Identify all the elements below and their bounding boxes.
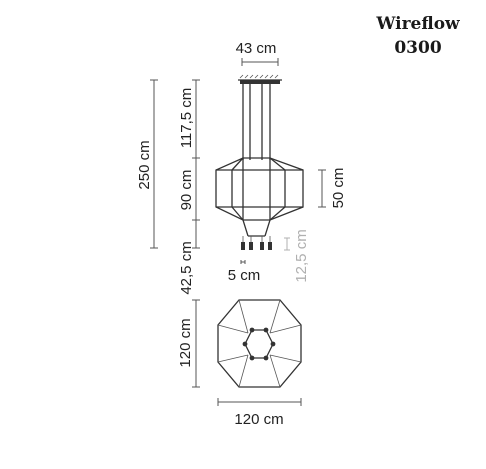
plan-width-dimension: 120 cm	[217, 398, 302, 428]
plan-width-label: 120 cm	[234, 411, 283, 428]
bulb-height-dimension: 12,5 cm	[284, 229, 310, 283]
bulb-spacing-dimension: 5 cm	[228, 260, 261, 284]
total-height-dimension: 250 cm	[136, 79, 158, 249]
bulbs	[241, 236, 272, 250]
product-name: Wireflow	[376, 14, 460, 34]
plan-depth-label: 120 cm	[177, 318, 194, 367]
bulb-spacing-label: 5 cm	[228, 267, 261, 284]
plan-depth-dimension: 120 cm	[177, 299, 200, 388]
canopy-width-label: 43 cm	[236, 40, 277, 57]
bulb-height-label: 12,5 cm	[293, 229, 310, 282]
body-height-label: 90 cm	[178, 170, 195, 211]
segment-dimensions: 117,5 cm 90 cm 42,5 cm	[178, 79, 200, 295]
shade-height-dimension: 50 cm	[318, 168, 347, 209]
plan-view	[217, 299, 302, 388]
lamp-body	[215, 157, 304, 237]
total-height-label: 250 cm	[136, 140, 153, 189]
product-code: 0300	[394, 38, 442, 58]
suspension-cables	[242, 84, 271, 160]
bottom-height-label: 42,5 cm	[178, 241, 195, 294]
cable-length-label: 117,5 cm	[178, 88, 195, 149]
canopy	[238, 74, 282, 84]
shade-height-label: 50 cm	[330, 168, 347, 209]
canopy-width-dimension: 43 cm	[236, 40, 279, 66]
